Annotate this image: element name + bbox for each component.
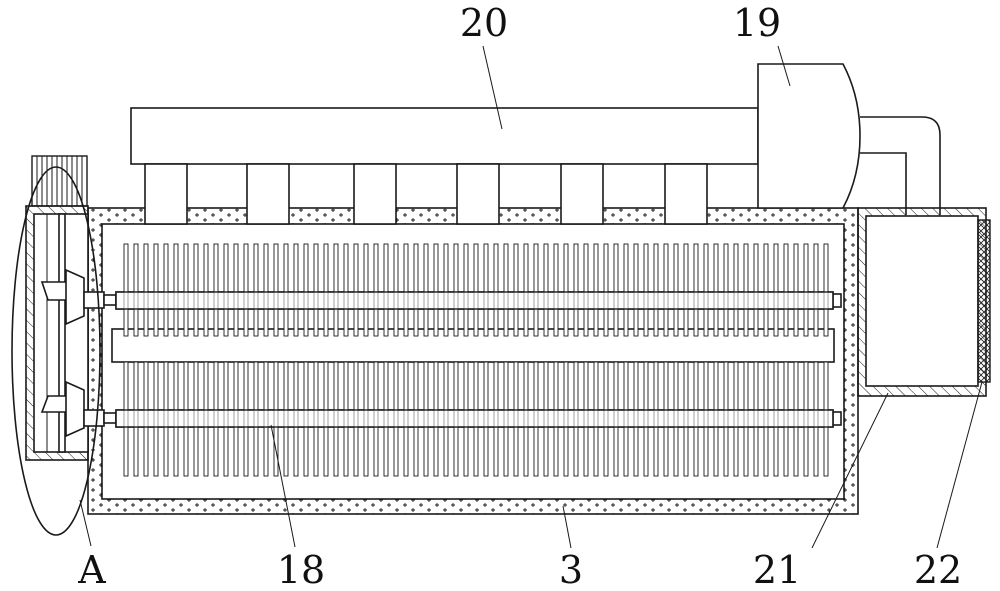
rotor-18 [111, 243, 842, 477]
upper-bristle [203, 243, 209, 337]
upper-bristle [783, 243, 789, 337]
upper-bristle [733, 243, 739, 337]
upper-bristle [353, 243, 359, 337]
label-20: 20 [460, 1, 508, 45]
upper-bristle [603, 243, 609, 337]
upper-bristle [373, 243, 379, 337]
upper-bristle [133, 243, 139, 337]
upper-bristle [693, 243, 699, 337]
upper-bristle [483, 243, 489, 337]
upper-bristle [383, 243, 389, 337]
upper-bristle [563, 243, 569, 337]
upper-bristle [593, 243, 599, 337]
upper-bristle [523, 243, 529, 337]
upper-bristle [263, 243, 269, 337]
upper-bristle [803, 243, 809, 337]
fan-19 [757, 63, 861, 209]
upper-bristle [213, 243, 219, 337]
upper-bristle [493, 243, 499, 337]
upper-bristle [433, 243, 439, 337]
upper-bristle [123, 243, 129, 337]
upper-bristle [813, 243, 819, 337]
upper-bristle [323, 243, 329, 337]
duct [860, 116, 941, 215]
upper-bristle [293, 243, 299, 337]
upper-bristle [683, 243, 689, 337]
upper-bristle [253, 243, 259, 337]
upper-bristle [743, 243, 749, 337]
upper-bristle [143, 243, 149, 337]
upper-bristle [193, 243, 199, 337]
upper-bristle [823, 243, 829, 337]
upper-bristle [773, 243, 779, 337]
upper-bristle [583, 243, 589, 337]
upper-bristle [643, 243, 649, 337]
detail-ellipse-a [11, 166, 101, 536]
upper-bristle [723, 243, 729, 337]
upper-bristle [713, 243, 719, 337]
upper-bristle [763, 243, 769, 337]
upper-bristle [453, 243, 459, 337]
label-19: 19 [733, 1, 781, 45]
upper-bristle [623, 243, 629, 337]
label-3: 3 [559, 548, 583, 591]
upper-bristle [363, 243, 369, 337]
upper-bristle [223, 243, 229, 337]
upper-bristle [303, 243, 309, 337]
upper-bristle [343, 243, 349, 337]
upper-bristle [273, 243, 279, 337]
upper-bristle [163, 243, 169, 337]
upper-bristle [553, 243, 559, 337]
upper-bristle [793, 243, 799, 337]
upper-bristle [473, 243, 479, 337]
upper-bristle [513, 243, 519, 337]
upper-bristle [183, 243, 189, 337]
upper-bristle [333, 243, 339, 337]
filter-22 [977, 219, 991, 383]
upper-bristle [443, 243, 449, 337]
upper-bristle [423, 243, 429, 337]
upper-bristle [753, 243, 759, 337]
upper-bristle [233, 243, 239, 337]
upper-bristle [573, 243, 579, 337]
upper-bristle [673, 243, 679, 337]
upper-bristle [243, 243, 249, 337]
upper-bristle [613, 243, 619, 337]
upper-bristle [413, 243, 419, 337]
upper-bristle [533, 243, 539, 337]
pipe-20 [130, 107, 759, 225]
label-a: A [77, 548, 106, 591]
upper-bristle [703, 243, 709, 337]
upper-bristle [543, 243, 549, 337]
label-18: 18 [277, 548, 325, 591]
upper-bristle [403, 243, 409, 337]
upper-bristle [283, 243, 289, 337]
label-21: 21 [753, 548, 801, 591]
label-22: 22 [914, 548, 962, 591]
upper-bristle [653, 243, 659, 337]
upper-bristle [393, 243, 399, 337]
shaft [115, 291, 834, 310]
upper-bristle [663, 243, 669, 337]
upper-bristle [313, 243, 319, 337]
shaft [115, 409, 834, 428]
upper-bristle [153, 243, 159, 337]
upper-bristle [463, 243, 469, 337]
filter-box-21 [857, 207, 987, 397]
upper-bristle [633, 243, 639, 337]
leader-lines [79, 45, 983, 549]
upper-bristle [173, 243, 179, 337]
upper-bristle [503, 243, 509, 337]
drive-assembly [25, 155, 117, 461]
